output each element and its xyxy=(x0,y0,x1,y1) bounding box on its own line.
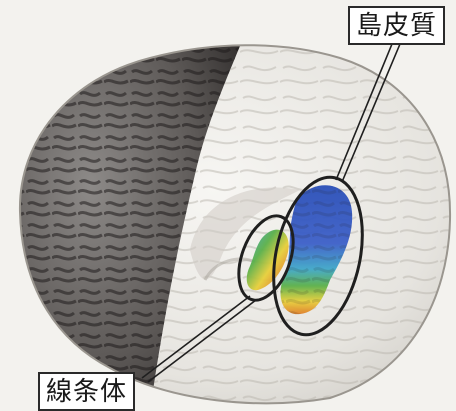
striatum-label: 線条体 xyxy=(38,372,135,411)
insula-label: 島皮質 xyxy=(348,6,445,45)
